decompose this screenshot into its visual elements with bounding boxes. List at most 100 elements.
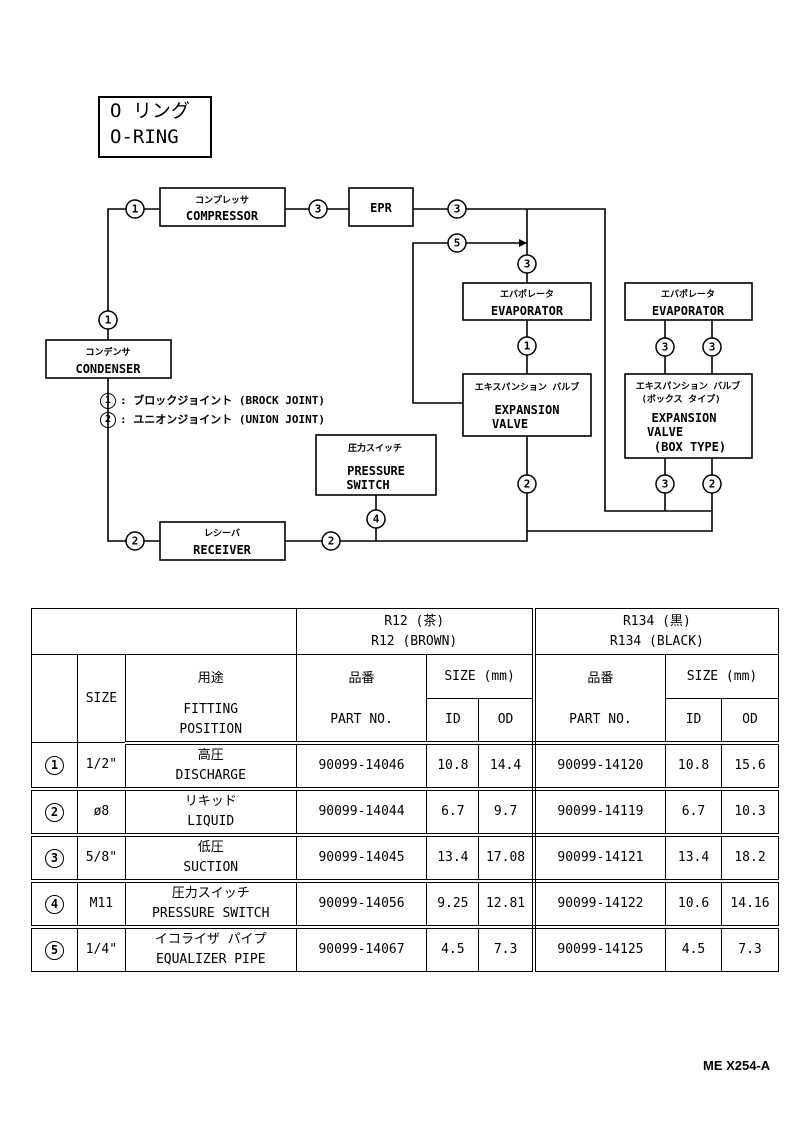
- row-r12-id: 6.7: [426, 788, 480, 837]
- row-r12-part: 90099-14044: [295, 788, 428, 837]
- row-r12-id: 13.4: [426, 834, 480, 883]
- title-en: O-RING: [110, 126, 179, 148]
- legend-number: 2: [100, 411, 116, 428]
- pipe-epr-evaporators: [413, 208, 713, 512]
- receiver-box: [159, 521, 286, 561]
- row-r134-id: 10.6: [665, 880, 722, 929]
- epr-label: EPR: [370, 201, 392, 215]
- row-r12-part: 90099-14045: [295, 834, 428, 883]
- row-r12-od: 9.7: [478, 788, 536, 837]
- title-jp: O リング: [110, 100, 190, 122]
- svg-text:1: 1: [524, 340, 531, 353]
- r134-header: R134 (黒) R134 (BLACK): [533, 608, 779, 655]
- joint-markers: 1 1 3 3 5 3 1 2 3 3 3 2 4 2 2: [98, 199, 722, 551]
- expansion-valve-1-label-jp: エキスパンション バルブ: [475, 381, 580, 393]
- row-r134-od: 14.16: [721, 880, 779, 929]
- r134-part-no-jp: 品番: [533, 654, 667, 699]
- pressure-switch-label-jp: 圧力スイッチ: [348, 442, 402, 454]
- pressure-switch-label-2: SWITCH: [346, 478, 389, 492]
- row-r12-od: 7.3: [478, 926, 536, 972]
- evaporator-2-box: [624, 282, 753, 321]
- row-number: 3: [31, 834, 78, 883]
- svg-text:2: 2: [709, 478, 716, 491]
- joint-marker: 4: [366, 509, 386, 529]
- legend-number: 1: [100, 392, 116, 409]
- compressor-label: COMPRESSOR: [186, 209, 259, 223]
- receiver-label: RECEIVER: [193, 543, 252, 557]
- joint-marker: 3: [447, 199, 467, 219]
- joint-marker: 3: [655, 474, 675, 494]
- row-r134-part: 90099-14120: [533, 742, 667, 791]
- row-r12-id: 10.8: [426, 742, 480, 791]
- joint-marker: 2: [125, 531, 145, 551]
- pressure-switch-box: [315, 434, 437, 496]
- row-r134-part: 90099-14119: [533, 788, 667, 837]
- diagram-code: ME X254-A: [703, 1058, 771, 1073]
- refrigerant-circuit-diagram: コンプレッサ COMPRESSOR EPR コンデンサ CONDENSER エバ…: [45, 187, 753, 561]
- joint-legend: 1 : ブロックジョイント (BROCK JOINT) 2 : ユニオンジョイン…: [100, 391, 325, 429]
- svg-text:3: 3: [315, 203, 322, 216]
- row-r12-od: 14.4: [478, 742, 536, 791]
- epr-box: [348, 187, 414, 227]
- expansion-valve-1-box: [462, 373, 592, 437]
- pipe-receiver-valve1: [285, 436, 528, 542]
- legend-item: 1 : ブロックジョイント (BROCK JOINT): [100, 391, 325, 410]
- row-number: 2: [31, 788, 78, 837]
- r134-header-jp: R134 (黒): [622, 613, 691, 629]
- svg-text:5: 5: [454, 237, 461, 250]
- expansion-valve-2-label-jp: エキスパンション バルブ: [636, 380, 741, 392]
- expansion-valve-1-label-2: VALVE: [492, 417, 528, 431]
- row-r134-od: 18.2: [721, 834, 779, 883]
- row-size: 1/4": [76, 926, 126, 972]
- svg-text:3: 3: [709, 341, 716, 354]
- joint-marker: 1: [98, 310, 118, 330]
- receiver-label-jp: レシーバ: [204, 528, 240, 539]
- r12-header: R12 (茶) R12 (BROWN): [295, 608, 536, 655]
- row-size: 1/2": [76, 742, 126, 791]
- size-header: SIZE: [76, 654, 126, 743]
- r12-part-no-jp: 品番: [295, 654, 428, 699]
- row-r134-od: 15.6: [721, 742, 779, 791]
- legend-text: : ブロックジョイント (BROCK JOINT): [120, 394, 325, 407]
- evaporator-2-label: EVAPORATOR: [652, 304, 725, 318]
- index-header: [31, 654, 78, 743]
- joint-marker: 3: [655, 337, 675, 357]
- joint-marker: 3: [308, 199, 328, 219]
- compressor-label-jp: コンプレッサ: [195, 194, 249, 206]
- joint-marker: 2: [517, 474, 537, 494]
- row-r134-id: 4.5: [665, 926, 722, 972]
- pressure-switch-label-1: PRESSURE: [347, 464, 405, 478]
- svg-text:2: 2: [524, 478, 531, 491]
- row-r12-od: 17.08: [478, 834, 536, 883]
- r134-header-en: R134 (BLACK): [609, 633, 704, 649]
- r134-size-header: SIZE (mm): [665, 654, 779, 699]
- expansion-valve-2-box: [624, 373, 753, 459]
- expansion-valve-2-label-jp-2: (ボックス タイプ): [642, 393, 721, 405]
- expansion-valve-2-label-3: (BOX TYPE): [654, 440, 726, 454]
- svg-text:2: 2: [132, 535, 139, 548]
- expansion-valve-1-label-1: EXPANSION: [494, 403, 559, 417]
- r134-id-header: ID: [665, 698, 722, 745]
- svg-text:3: 3: [662, 341, 669, 354]
- row-r134-od: 7.3: [721, 926, 779, 972]
- legend-text: : ユニオンジョイント (UNION JOINT): [120, 413, 325, 426]
- pipe-valve2-liquid: [527, 511, 713, 532]
- row-size: M11: [76, 880, 126, 929]
- row-size: 5/8": [76, 834, 126, 883]
- row-r12-part: 90099-14046: [295, 742, 428, 791]
- svg-text:2: 2: [328, 535, 335, 548]
- row-size: ø8: [76, 788, 126, 837]
- joint-marker: 5: [447, 233, 467, 253]
- evaporator-1-label: EVAPORATOR: [491, 304, 564, 318]
- row-r134-part: 90099-14125: [533, 926, 667, 972]
- row-r12-id: 4.5: [426, 926, 480, 972]
- svg-text:3: 3: [662, 478, 669, 491]
- condenser-box: [45, 339, 172, 379]
